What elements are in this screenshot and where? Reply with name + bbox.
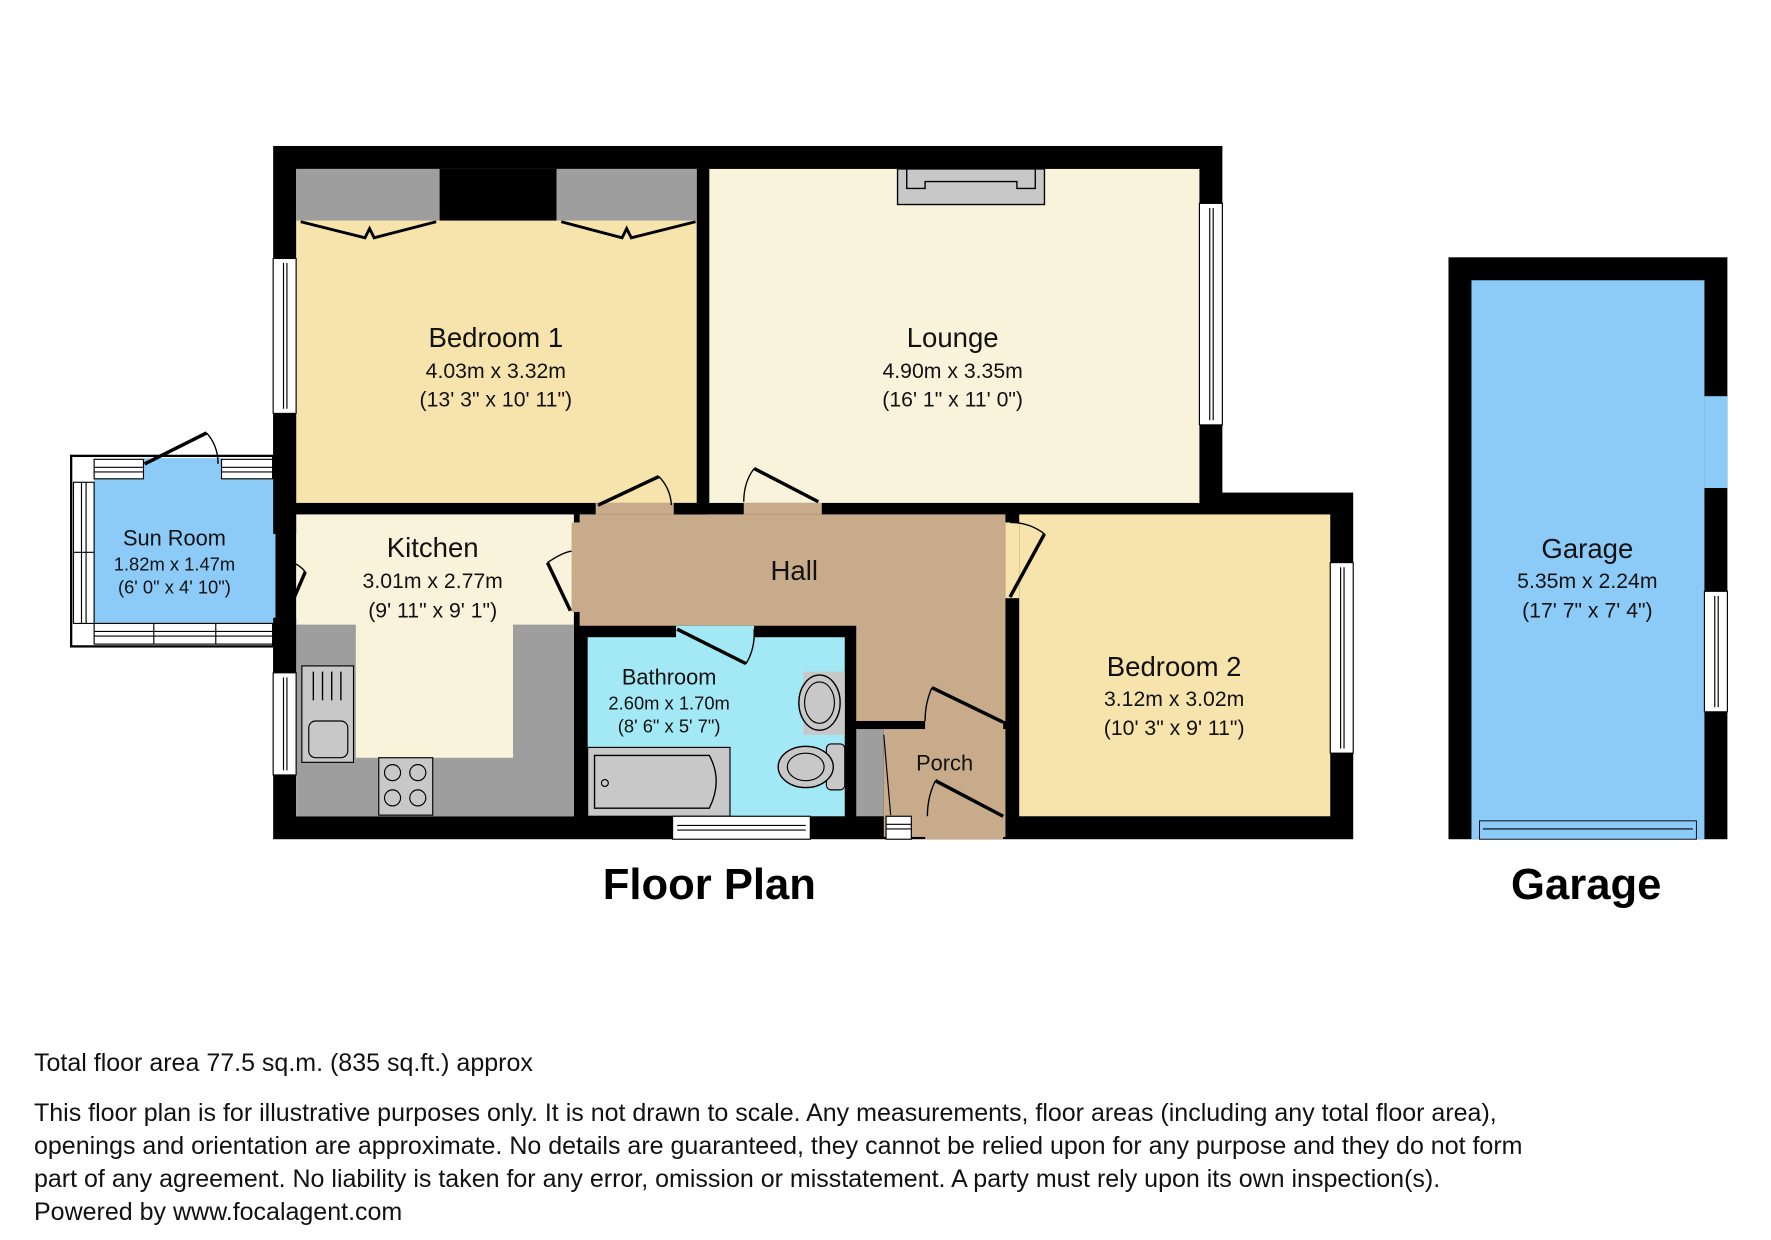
svg-text:(10' 3" x 9' 11"): (10' 3" x 9' 11") xyxy=(1104,717,1245,740)
svg-text:Lounge: Lounge xyxy=(907,322,999,353)
disclaimer-line: openings and orientation are approximate… xyxy=(34,1132,1523,1160)
svg-text:2.60m x 1.70m: 2.60m x 1.70m xyxy=(608,693,729,714)
svg-text:(17' 7" x 7' 4"): (17' 7" x 7' 4") xyxy=(1522,600,1653,623)
toilet-icon xyxy=(777,743,846,791)
svg-text:5.35m x 2.24m: 5.35m x 2.24m xyxy=(1517,570,1657,593)
svg-text:3.12m x 3.02m: 3.12m x 3.02m xyxy=(1104,688,1244,711)
svg-text:(13' 3" x 10' 11"): (13' 3" x 10' 11") xyxy=(420,389,573,412)
label-lounge: Lounge 4.90m x 3.35m (16' 1" x 11' 0") xyxy=(882,322,1023,412)
svg-text:(16' 1" x 11' 0"): (16' 1" x 11' 0") xyxy=(882,389,1023,412)
label-kitchen: Kitchen 3.01m x 2.77m (9' 11" x 9' 1") xyxy=(363,532,503,623)
svg-text:(9' 11" x 9' 1"): (9' 11" x 9' 1") xyxy=(368,600,497,623)
window xyxy=(272,257,297,414)
disclaimer-line: This floor plan is for illustrative purp… xyxy=(34,1099,1497,1127)
svg-text:4.90m x 3.35m: 4.90m x 3.35m xyxy=(882,360,1022,383)
powered-by-link[interactable]: Powered by www.focalagent.com xyxy=(34,1198,403,1226)
label-porch: Porch xyxy=(916,750,973,775)
door-swing-icon xyxy=(275,466,1046,818)
total-floor-area: Total floor area 77.5 sq.m. (835 sq.ft.)… xyxy=(34,1049,533,1077)
window xyxy=(272,672,297,776)
fireplace-icon xyxy=(896,168,1046,206)
room-bedroom-1 xyxy=(296,168,697,503)
label-bathroom: Bathroom 2.60m x 1.70m (8' 6" x 5' 7") xyxy=(608,664,729,736)
room-garage xyxy=(1471,280,1705,840)
room-lounge xyxy=(709,168,1200,503)
wardrobe xyxy=(556,168,697,221)
room-hall xyxy=(579,514,1006,722)
label-hall: Hall xyxy=(771,555,818,586)
bath-icon xyxy=(587,746,731,817)
svg-text:Garage: Garage xyxy=(1541,533,1633,564)
svg-text:Sun Room: Sun Room xyxy=(123,525,226,550)
sun-room xyxy=(70,413,297,673)
svg-text:Porch: Porch xyxy=(916,750,973,775)
svg-text:(8' 6" x 5' 7"): (8' 6" x 5' 7") xyxy=(618,715,721,736)
svg-text:Hall: Hall xyxy=(771,555,818,586)
kitchen-sink-icon xyxy=(301,665,355,763)
wardrobe xyxy=(296,168,440,221)
garage-plan-title: Garage xyxy=(1511,861,1661,909)
disclaimer-line: part of any agreement. No liability is t… xyxy=(34,1165,1441,1193)
svg-text:Bedroom 1: Bedroom 1 xyxy=(428,322,563,353)
label-sun-room: Sun Room 1.82m x 1.47m (6' 0" x 4' 10") xyxy=(114,525,235,597)
svg-text:3.01m x 2.77m: 3.01m x 2.77m xyxy=(363,570,503,593)
label-bedroom-2: Bedroom 2 3.12m x 3.02m (10' 3" x 9' 11"… xyxy=(1104,651,1245,740)
basin-icon xyxy=(798,671,845,735)
hob-icon xyxy=(378,757,434,816)
floor-plan-title: Floor Plan xyxy=(603,861,816,909)
label-garage: Garage 5.35m x 2.24m (17' 7" x 7' 4") xyxy=(1517,533,1657,623)
svg-text:Bathroom: Bathroom xyxy=(622,664,717,689)
room-bedroom-2 xyxy=(1019,514,1331,817)
svg-text:(6' 0" x 4' 10"): (6' 0" x 4' 10") xyxy=(118,577,231,598)
garage-building xyxy=(1448,257,1728,840)
disclaimer: This floor plan is for illustrative purp… xyxy=(34,1097,1754,1229)
window xyxy=(1198,202,1223,426)
svg-text:Kitchen: Kitchen xyxy=(387,532,479,563)
label-bedroom-1: Bedroom 1 4.03m x 3.32m (13' 3" x 10' 11… xyxy=(420,322,573,412)
svg-text:1.82m x 1.47m: 1.82m x 1.47m xyxy=(114,554,235,575)
main-building xyxy=(272,145,1354,840)
window xyxy=(1329,562,1354,754)
svg-text:Bedroom 2: Bedroom 2 xyxy=(1107,651,1242,682)
svg-text:4.03m x 3.32m: 4.03m x 3.32m xyxy=(426,360,566,383)
